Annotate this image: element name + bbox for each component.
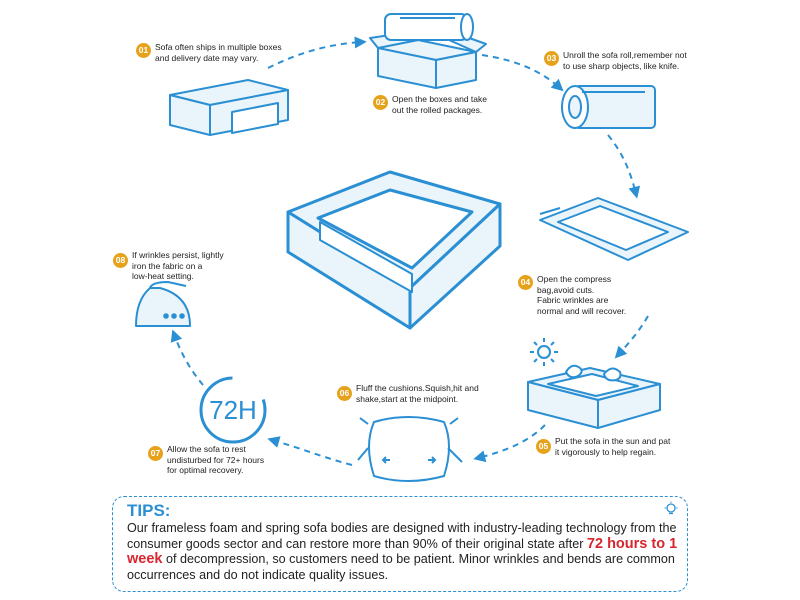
- step-3-badge: 03: [544, 51, 559, 66]
- step-1-badge: 01: [136, 43, 151, 58]
- step-8-text: If wrinkles persist, lightly iron the fa…: [132, 250, 224, 281]
- arrow-1-to-2: [267, 36, 367, 69]
- tips-highlight: 72 hours to 1 week: [127, 535, 678, 567]
- hand-icon: [565, 364, 583, 379]
- hand-icon: [603, 367, 622, 382]
- step-4-badge: 04: [518, 275, 533, 290]
- step-7-badge: 07: [148, 446, 163, 461]
- timer-label: 72H: [209, 395, 257, 425]
- flow-arrows: [170, 36, 649, 466]
- step-6-badge: 06: [337, 386, 352, 401]
- step-5-text: Put the sofa in the sun and pat it vigor…: [555, 436, 671, 457]
- iron-icon: [135, 281, 191, 327]
- step-8-badge: 08: [113, 253, 128, 268]
- tips-text-after: of decompression, so customers need to b…: [127, 552, 675, 582]
- tips-text-before: Our frameless foam and spring sofa bodie…: [127, 521, 677, 551]
- center-sofa-icon: [286, 170, 502, 330]
- step-3-text: Unroll the sofa roll,remember not to use…: [563, 50, 687, 71]
- arrow-2-to-3: [481, 54, 564, 92]
- sun-pat-sofa-icon: [527, 338, 661, 429]
- tips-box: TIPS: Our frameless foam and spring sofa…: [112, 496, 688, 592]
- timer-72h-icon: 72H: [199, 376, 267, 444]
- rolled-sofa-icon: [561, 85, 656, 129]
- arrow-4-to-5: [614, 315, 649, 359]
- tips-body: Our frameless foam and spring sofa bodie…: [127, 521, 679, 583]
- step-5-badge: 05: [536, 439, 551, 454]
- sun-icon: [530, 338, 558, 366]
- step-1-text: Sofa often ships in multiple boxes and d…: [155, 42, 282, 63]
- arrow-5-to-6: [473, 424, 546, 463]
- step-7-text: Allow the sofa to rest undisturbed for 7…: [167, 444, 265, 475]
- step-2-text: Open the boxes and take out the rolled p…: [392, 94, 487, 115]
- step-6-text: Fluff the cushions.Squish,hit and shake,…: [356, 383, 479, 404]
- tips-title: TIPS:: [127, 501, 171, 520]
- shipping-boxes-icon: [169, 79, 289, 136]
- lightbulb-icon: [664, 501, 678, 515]
- step-2-badge: 02: [373, 95, 388, 110]
- step-4-text: Open the compress bag,avoid cuts. Fabric…: [537, 274, 627, 316]
- arrow-7-to-8: [170, 329, 204, 386]
- arrow-3-to-4: [607, 134, 641, 199]
- cushion-icon: [357, 416, 463, 482]
- compress-bag-icon: [539, 197, 689, 261]
- open-box-icon: [369, 13, 487, 89]
